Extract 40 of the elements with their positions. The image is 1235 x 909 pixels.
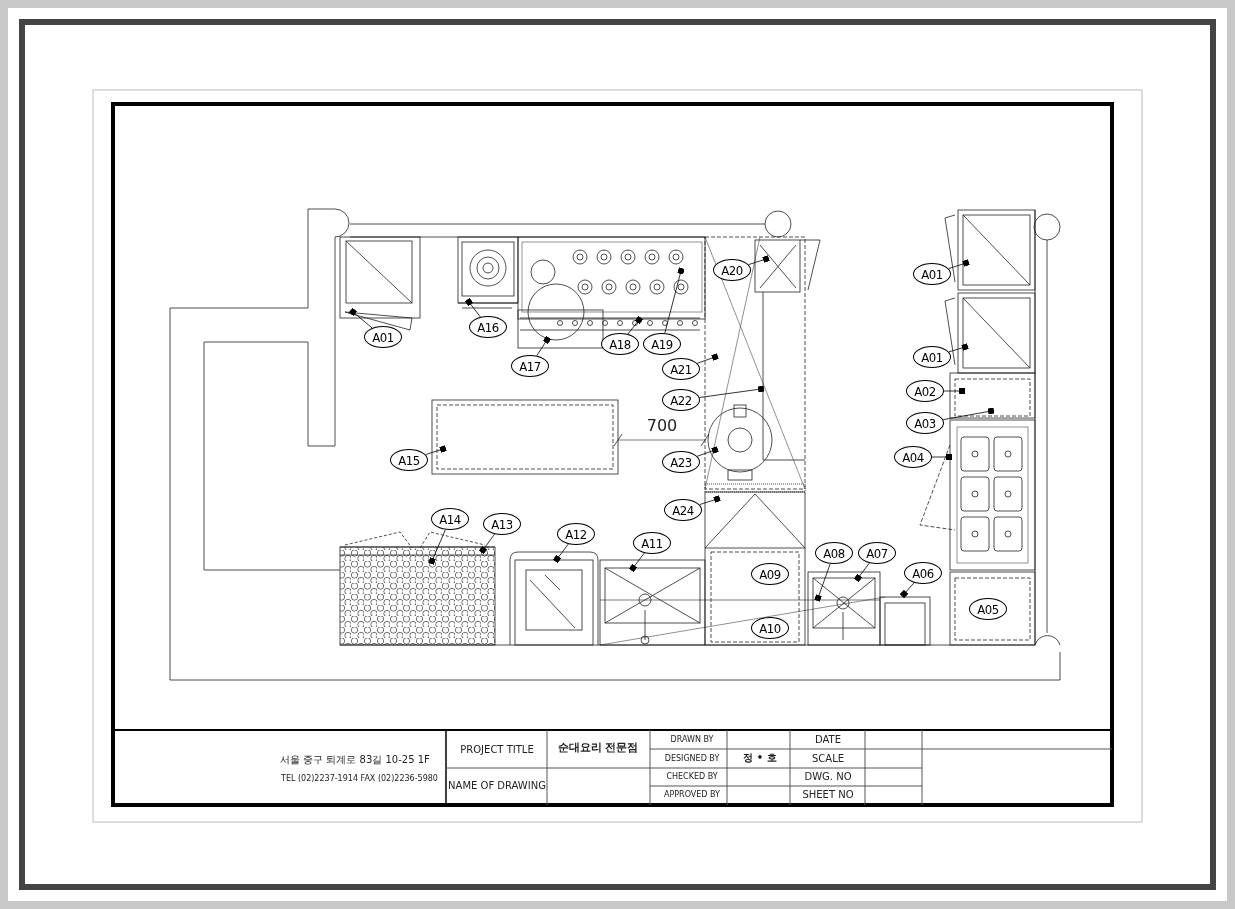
callout-bubble: A21 [662,358,700,380]
callout-bubble: A10 [751,617,789,639]
callout-bubble: A08 [815,542,853,564]
callout-bubble: A24 [664,499,702,521]
callout-bubble: A07 [858,542,896,564]
callout-bubble: A12 [557,523,595,545]
callout-bubble: A11 [633,532,671,554]
callout-bubble: A19 [643,333,681,355]
title-block-label: DWG. NO [804,770,852,782]
callout-bubble: A01 [913,263,951,285]
title-block-label: DESIGNED BY [664,753,720,763]
title-block-label: SCALE [811,752,845,764]
callout-bubble: A15 [390,449,428,471]
callout-bubble: A06 [904,562,942,584]
callout-bubble: A01 [364,326,402,348]
callout-bubble: A04 [894,446,932,468]
callout-bubble: A18 [601,333,639,355]
project-title-text: 순대요리 전문점 [557,739,639,755]
title-block-label: NAME OF DRAWING [448,779,546,791]
callout-bubble: A17 [511,355,549,377]
callout-bubble: A16 [469,316,507,338]
callout-bubble: A05 [969,598,1007,620]
title-block-label: CHECKED BY [666,771,718,781]
callout-bubble: A09 [751,563,789,585]
designer-name: 정 • 호 [743,751,777,765]
callout-bubble: A03 [906,412,944,434]
title-block-label: DRAWN BY [670,734,714,744]
title-block-label: SHEET NO [802,788,854,800]
title-block-label: PROJECT TITLE [460,743,534,755]
title-block-label: DATE [815,733,841,745]
callout-bubble: A02 [906,380,944,402]
title-block-label: APPROVED BY [664,789,720,799]
address-text: 서울 중구 퇴계로 83길 10-25 1F [280,753,430,767]
callout-bubble: A14 [431,508,469,530]
callout-bubble: A23 [662,451,700,473]
callout-bubble: A20 [713,259,751,281]
callout-bubble: A22 [662,389,700,411]
contact-text: TEL (02)2237-1914 FAX (02)2236-5980 [281,773,438,783]
callout-bubble: A13 [483,513,521,535]
callout-bubble: A01 [913,346,951,368]
